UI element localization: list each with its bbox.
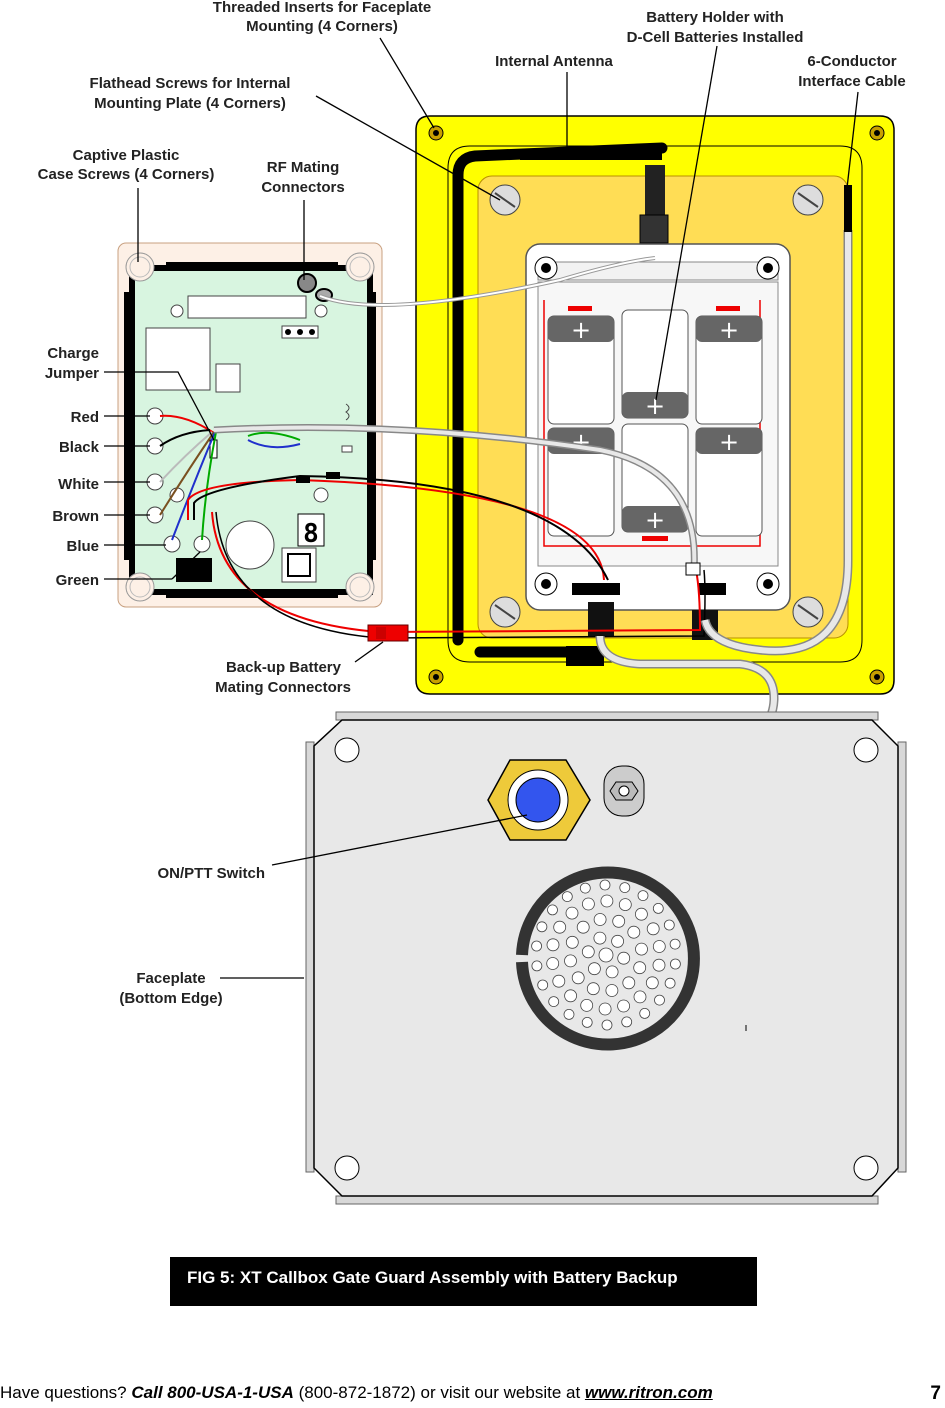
label-battery-holder-2: D-Cell Batteries Installed xyxy=(627,29,804,46)
label-internal-antenna: Internal Antenna xyxy=(495,53,613,70)
label-captive-screws-1: Captive Plastic xyxy=(73,147,180,164)
threaded-insert-icon xyxy=(428,125,885,685)
caption-text: FIG 5: XT Callbox Gate Guard Assembly wi… xyxy=(187,1268,678,1287)
label-threaded-inserts-2: Mounting (4 Corners) xyxy=(246,18,398,35)
svg-text:+: + xyxy=(645,506,665,534)
svg-text:+: + xyxy=(571,316,591,344)
label-wire-white: White xyxy=(58,476,99,493)
label-backup-battery-1: Back-up Battery xyxy=(226,659,342,676)
label-rf-connectors-2: Connectors xyxy=(261,179,344,196)
page-number: 7 xyxy=(930,1383,941,1404)
callout-labels: Threaded Inserts for Faceplate Mounting … xyxy=(38,0,906,196)
leader-lines xyxy=(104,37,859,979)
battery-holder: + + + + + + xyxy=(525,243,791,640)
label-threaded-inserts-1: Threaded Inserts for Faceplate xyxy=(213,0,431,16)
holder-screw-icon xyxy=(534,256,780,596)
svg-text:+: + xyxy=(571,428,591,456)
label-interface-cable-2: Interface Cable xyxy=(798,73,906,90)
footer-prefix: Have questions? xyxy=(0,1383,132,1402)
faceplate-labels: Faceplate (Bottom Edge) xyxy=(119,970,222,1007)
label-wire-green: Green xyxy=(56,572,99,589)
faceplate xyxy=(305,711,907,1205)
svg-text:+: + xyxy=(645,392,665,420)
speaker-grille-icon xyxy=(516,866,700,1051)
label-captive-screws-2: Case Screws (4 Corners) xyxy=(38,166,215,183)
figure-caption: FIG 5: XT Callbox Gate Guard Assembly wi… xyxy=(170,1257,757,1306)
footer-phone: Call 800-USA-1-USA xyxy=(131,1383,294,1402)
board-wiring xyxy=(159,414,706,639)
label-wire-blue: Blue xyxy=(66,538,99,555)
label-wire-red: Red xyxy=(71,409,99,426)
label-faceplate-1: Faceplate xyxy=(136,970,205,987)
d-cell-battery-icon: + + + + + + xyxy=(547,309,763,537)
label-battery-holder-1: Battery Holder with xyxy=(646,9,784,26)
backup-battery-connector xyxy=(367,624,409,642)
footer-website-link[interactable]: www.ritron.com xyxy=(584,1383,713,1402)
svg-text:+: + xyxy=(719,428,739,456)
label-rf-connectors-1: RF Mating xyxy=(267,159,340,176)
label-flathead-screws-1: Flathead Screws for Internal xyxy=(90,75,291,92)
label-on-ptt-switch: ON/PTT Switch xyxy=(157,865,265,882)
label-charge-jumper-1: Charge xyxy=(47,345,99,362)
footer-number: (800-872-1872) or visit our website at xyxy=(293,1383,585,1402)
footer-text: Have questions? Call 800-USA-1-USA (800-… xyxy=(0,1383,713,1403)
on-ptt-switch-icon xyxy=(487,759,591,841)
captive-screw-icon xyxy=(125,252,375,602)
flathead-screw-icon xyxy=(489,184,824,628)
label-backup-battery-2: Mating Connectors xyxy=(215,679,351,696)
svg-text:8: 8 xyxy=(303,519,319,549)
terminal-screw-icon xyxy=(146,407,211,553)
label-faceplate-2: (Bottom Edge) xyxy=(119,990,222,1007)
wire-labels: Charge Jumper Red Black White Brown Blue… xyxy=(45,345,351,882)
label-charge-jumper-2: Jumper xyxy=(45,365,99,382)
label-wire-black: Black xyxy=(59,439,100,456)
label-flathead-screws-2: Mounting Plate (4 Corners) xyxy=(94,95,286,112)
label-wire-brown: Brown xyxy=(52,508,99,525)
label-interface-cable-1: 6-Conductor xyxy=(807,53,896,70)
page-footer: Have questions? Call 800-USA-1-USA (800-… xyxy=(0,1383,945,1407)
svg-text:+: + xyxy=(719,316,739,344)
